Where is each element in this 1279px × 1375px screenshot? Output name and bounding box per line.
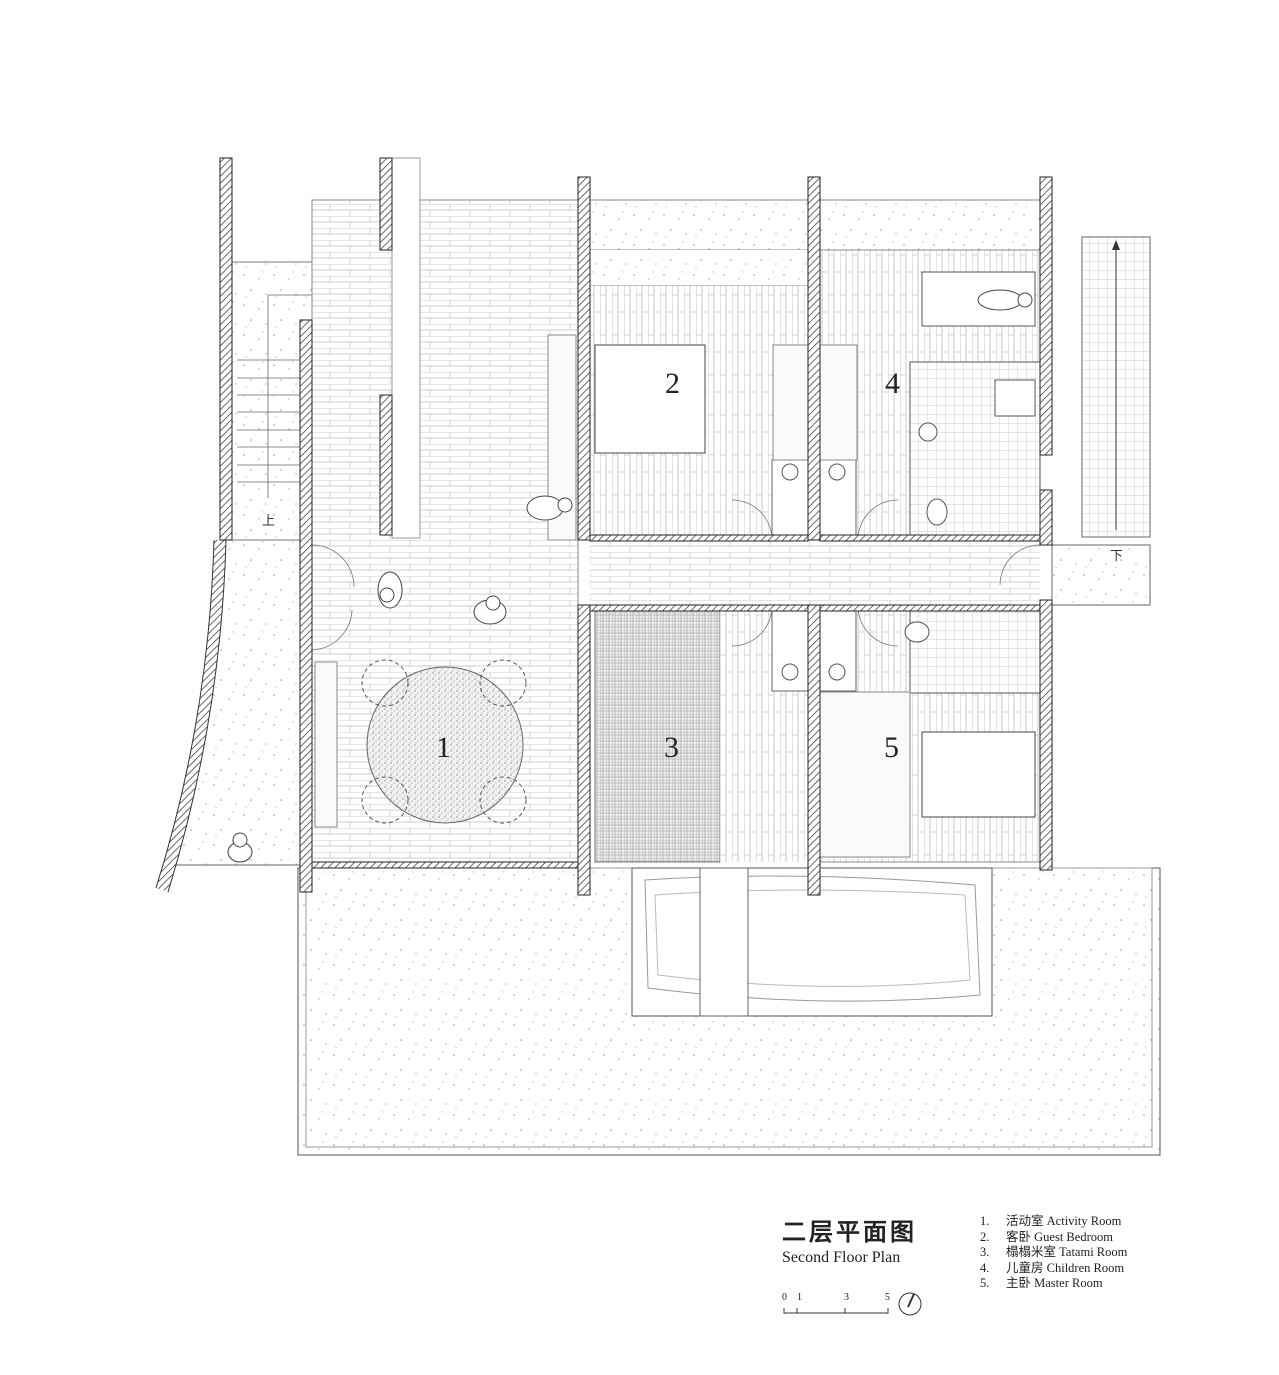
scale-tick: 0 <box>782 1292 787 1303</box>
bathroom-5 <box>909 610 1041 694</box>
bed-2 <box>594 344 706 454</box>
tatami-floor <box>594 610 721 863</box>
scale-tick: 3 <box>844 1292 849 1303</box>
room-number-1: 1 <box>436 731 451 764</box>
room-number-5: 5 <box>884 731 899 764</box>
room-number-4: 4 <box>885 367 900 400</box>
stair-down-label: 下 <box>1110 549 1123 564</box>
title-en: Second Floor Plan <box>782 1249 901 1266</box>
drawing-title: 二层平面图 Second Floor Plan <box>782 1212 917 1267</box>
room-legend: 1.活动室 Activity Room 2.客卧 Guest Bedroom 3… <box>980 1214 1127 1292</box>
stair-up-label: 上 <box>262 514 275 529</box>
bed-5 <box>921 731 1036 818</box>
legend-item: 3.榻榻米室 Tatami Room <box>980 1245 1128 1259</box>
north-arrow-icon <box>898 1292 922 1316</box>
walls <box>219 157 1053 896</box>
room-number-3: 3 <box>664 731 679 764</box>
curved-balcony <box>174 539 301 866</box>
scale-tick: 5 <box>885 1292 890 1303</box>
legend-item: 5.主卧 Master Room <box>980 1276 1103 1290</box>
title-zh: 二层平面图 <box>782 1217 917 1246</box>
room-number-2: 2 <box>665 367 680 400</box>
round-table <box>366 666 524 824</box>
corridor-floor <box>590 541 1040 605</box>
legend-item: 1.活动室 Activity Room <box>980 1214 1122 1228</box>
scale-bar <box>783 1308 889 1314</box>
scale-tick: 1 <box>797 1292 802 1303</box>
legend-item: 2.客卧 Guest Bedroom <box>980 1229 1113 1244</box>
legend-item: 4.儿童房 Children Room <box>980 1260 1125 1275</box>
person-figures <box>227 289 1033 863</box>
